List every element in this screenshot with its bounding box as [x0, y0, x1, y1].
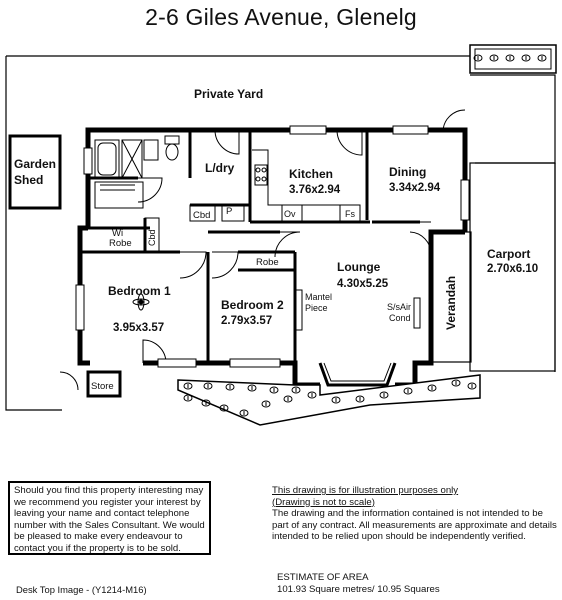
shrub-icon [473, 54, 483, 62]
shrub-icon [489, 54, 499, 62]
shrub-icon [307, 391, 317, 399]
store [86, 370, 122, 398]
lounge-dimensions: 4.30x5.25 [337, 278, 389, 290]
windows [75, 125, 470, 368]
split-air-unit [413, 297, 421, 329]
area-value: 101.93 Square metres/ 10.95 Squares [277, 583, 440, 595]
wi-robe-label-line1: Wi [112, 228, 123, 239]
kitchen-dimensions: 3.76x2.94 [289, 184, 341, 196]
shrub-icon [219, 404, 229, 412]
mantel-piece [295, 289, 303, 331]
shrub-icon [269, 386, 279, 394]
bedroom2-label: Bedroom 2 [221, 298, 284, 312]
carport [430, 162, 556, 372]
cupboard-label: Cbd [193, 210, 210, 221]
boundary-lines [5, 55, 556, 411]
shrub-icon [183, 394, 193, 402]
laundry-label: L/dry [205, 161, 235, 175]
shrub-icon [403, 387, 413, 395]
shrub-icon [505, 54, 515, 62]
shrub-icon [283, 395, 293, 403]
disclaimer-body: The drawing and the information containe… [272, 508, 557, 542]
shrub-icon [521, 54, 531, 62]
shrub-icon [291, 386, 301, 394]
bedroom2-dimensions: 2.79x3.57 [221, 315, 272, 327]
oven-label: Ov [284, 209, 296, 219]
kitchen-label: Kitchen [289, 167, 333, 181]
contact-note: Should you find this property interestin… [8, 481, 211, 555]
carport-label: Carport [487, 247, 530, 261]
garden-shed-label-line2: Shed [14, 173, 43, 187]
shrub-icon [451, 379, 461, 387]
lounge-label: Lounge [337, 260, 381, 274]
private-yard-label: Private Yard [194, 87, 263, 101]
shrub-icon [261, 400, 271, 408]
floor-plan: Private Yard Garden Shed L/dry Kitchen 3… [5, 44, 557, 426]
shrub-icon [239, 409, 249, 417]
carport-dimensions: 2.70x6.10 [487, 263, 538, 275]
garden-bed-front [177, 374, 481, 426]
wi-robe-label-line2: Robe [109, 238, 132, 249]
image-code: Desk Top Image - (Y1214-M16) [16, 584, 147, 595]
disclaimer: This drawing is for illustration purpose… [272, 485, 557, 543]
garden-plants [183, 54, 547, 417]
shrub-icon [467, 382, 477, 390]
mantel-label-line2: Piece [305, 303, 328, 313]
split-air-label-line1: S/sAir [387, 302, 411, 312]
fridge-space-label: Fs [345, 209, 355, 219]
shrub-icon [225, 383, 235, 391]
mantel-label-line1: Mantel [305, 292, 332, 302]
garden-shed [8, 134, 62, 210]
shrub-icon [427, 384, 437, 392]
area-estimate: ESTIMATE OF AREA 101.93 Square metres/ 1… [277, 572, 440, 595]
linen-cupboard-label: Cbd [147, 229, 157, 246]
area-heading: ESTIMATE OF AREA [277, 572, 369, 583]
page-title: 2-6 Giles Avenue, Glenelg [145, 4, 417, 30]
shrub-icon [183, 382, 193, 390]
ceiling-fan-icon [132, 293, 150, 311]
dining-dimensions: 3.34x2.94 [389, 182, 441, 194]
kitchen-cabinetry [144, 149, 361, 253]
bathroom-fixtures [94, 135, 180, 209]
disclaimer-heading: This drawing is for illustration purpose… [272, 485, 459, 496]
bay-window [318, 362, 397, 387]
disclaimer-scale-note: (Drawing is not to scale) [272, 496, 375, 508]
verandah-label: Verandah [444, 276, 458, 330]
shrub-icon [247, 384, 257, 392]
shrub-icon [355, 395, 365, 403]
shrub-icon [379, 391, 389, 399]
dining-label: Dining [389, 165, 426, 179]
store-label: Store [91, 381, 114, 392]
room-labels: Private Yard Garden Shed L/dry Kitchen 3… [14, 87, 538, 392]
pantry-label: P [226, 206, 232, 217]
shrub-icon [331, 396, 341, 404]
bedroom1-label: Bedroom 1 [108, 284, 171, 298]
bedroom1-dimensions: 3.95x3.57 [113, 322, 164, 334]
shrub-icon [537, 54, 547, 62]
shrub-icon [201, 399, 211, 407]
garden-bed-top [469, 44, 557, 74]
split-air-label-line2: Cond [389, 313, 411, 323]
garden-shed-label-line1: Garden [14, 157, 56, 171]
robe-label: Robe [256, 257, 279, 268]
shrub-icon [203, 382, 213, 390]
door-swings [59, 109, 466, 391]
